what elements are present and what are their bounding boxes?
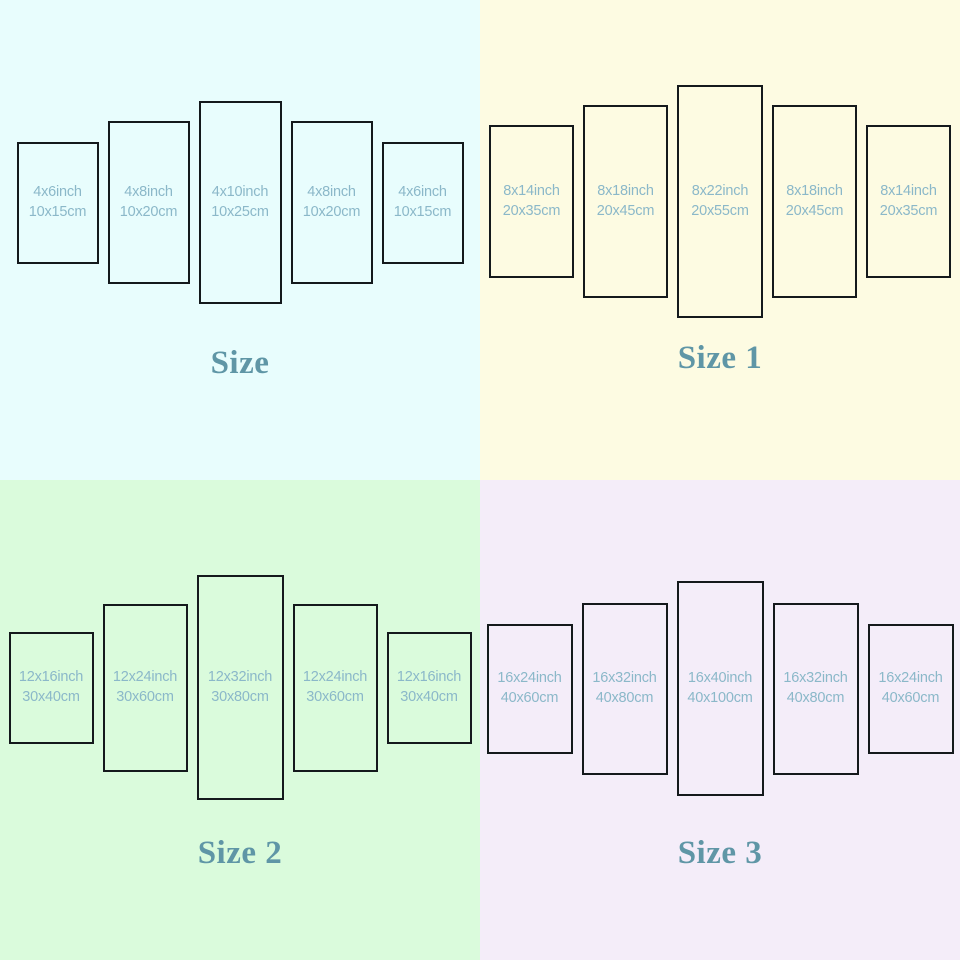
- panel-size-cm: 20x35cm: [879, 202, 938, 219]
- canvas-panel-label: 4x10inch 10x25cm: [211, 183, 269, 221]
- panel-size-inch: 16x40inch: [687, 670, 753, 687]
- panel-size-cm: 20x35cm: [502, 202, 561, 219]
- canvas-panel[interactable]: 4x8inch 10x20cm: [107, 121, 190, 284]
- canvas-panel[interactable]: 12x24inch 30x60cm: [102, 603, 188, 772]
- canvas-panel[interactable]: 16x24inch 40x60cm: [486, 623, 573, 754]
- panel-size-inch: 16x24inch: [878, 670, 943, 687]
- panel-size-inch: 4x8inch: [124, 184, 173, 201]
- panel-size-cm: 30x60cm: [306, 688, 364, 705]
- panel-size-inch: 12x16inch: [396, 669, 462, 686]
- panel-cluster-size-1: 8x14inch 20x35cm 8x18inch 20x45cm 8x22inch 20…: [480, 85, 960, 318]
- panel-size-cm: 20x55cm: [691, 202, 749, 219]
- canvas-panel-label: 16x24inch 40x60cm: [497, 669, 562, 707]
- panel-size-inch: 4x10inch: [211, 184, 269, 201]
- panel-cluster-size-3: 16x24inch 40x60cm 16x32inch 40x80cm 16x40inc…: [480, 581, 960, 796]
- panel-size-cm: 30x60cm: [116, 688, 174, 705]
- panel-size-cm: 30x80cm: [211, 688, 269, 705]
- panel-size-cm: 40x100cm: [687, 689, 753, 706]
- canvas-panel-label: 16x32inch 40x80cm: [592, 669, 657, 707]
- canvas-panel-label: 4x6inch 10x15cm: [28, 183, 87, 221]
- canvas-panel[interactable]: 8x18inch 20x45cm: [583, 105, 668, 298]
- quadrant-title-size: Size: [210, 345, 270, 381]
- quadrant-size-3: 16x24inch 40x60cm 16x32inch 40x80cm 16x40inc…: [480, 480, 960, 960]
- quadrant-title-size-2: Size 2: [197, 835, 283, 871]
- panel-cluster-size: 4x6inch 10x15cm 4x8inch 10x20cm 4x10inch 10x2…: [0, 101, 480, 304]
- panel-size-cm: 10x20cm: [119, 203, 178, 220]
- panel-size-inch: 12x16inch: [18, 669, 84, 686]
- canvas-panel[interactable]: 16x40inch 40x100cm: [676, 581, 764, 796]
- canvas-panel[interactable]: 4x6inch 10x15cm: [16, 141, 99, 264]
- panel-size-inch: 4x8inch: [307, 184, 356, 201]
- canvas-panel[interactable]: 16x24inch 40x60cm: [867, 623, 954, 754]
- canvas-panel[interactable]: 12x24inch 30x60cm: [292, 603, 378, 772]
- panel-size-inch: 12x32inch: [207, 669, 273, 686]
- canvas-panel[interactable]: 12x32inch 30x80cm: [196, 575, 284, 800]
- panel-size-cm: 30x40cm: [400, 688, 458, 705]
- canvas-panel-label: 8x14inch 20x35cm: [879, 182, 938, 220]
- canvas-panel-label: 4x6inch 10x15cm: [393, 183, 452, 221]
- canvas-panel[interactable]: 8x14inch 20x35cm: [489, 125, 574, 278]
- panel-size-inch: 4x6inch: [398, 184, 447, 201]
- canvas-panel[interactable]: 8x22inch 20x55cm: [677, 85, 763, 318]
- panel-size-inch: 8x14inch: [503, 183, 560, 200]
- panel-size-inch: 12x24inch: [302, 669, 368, 686]
- canvas-panel-label: 8x22inch 20x55cm: [691, 182, 749, 220]
- panel-size-cm: 40x60cm: [881, 689, 940, 706]
- canvas-panel[interactable]: 16x32inch 40x80cm: [581, 602, 668, 775]
- canvas-panel[interactable]: 4x6inch 10x15cm: [381, 141, 464, 264]
- canvas-panel[interactable]: 8x18inch 20x45cm: [772, 105, 857, 298]
- quadrant-title-size-3: Size 3: [677, 835, 763, 871]
- quadrant-title-size-1: Size 1: [677, 340, 763, 376]
- panel-size-cm: 10x25cm: [211, 203, 269, 220]
- canvas-panel[interactable]: 8x14inch 20x35cm: [866, 125, 951, 278]
- canvas-panel-label: 12x24inch 30x60cm: [112, 668, 178, 706]
- canvas-panel-label: 16x40inch 40x100cm: [687, 669, 753, 707]
- panel-size-inch: 4x6inch: [33, 184, 82, 201]
- canvas-panel-label: 12x32inch 30x80cm: [207, 668, 273, 706]
- panel-size-cm: 10x15cm: [28, 203, 87, 220]
- panel-size-cm: 40x80cm: [786, 689, 845, 706]
- panel-size-inch: 8x14inch: [880, 183, 937, 200]
- quadrant-size: 4x6inch 10x15cm 4x8inch 10x20cm 4x10inch 10x2…: [0, 0, 480, 480]
- panel-cluster-size-2: 12x16inch 30x40cm 12x24inch 30x60cm 12x32inc…: [0, 575, 480, 800]
- panel-size-inch: 16x32inch: [592, 670, 657, 687]
- panel-size-inch: 8x18inch: [786, 183, 843, 200]
- panel-size-cm: 40x80cm: [595, 689, 654, 706]
- canvas-panel[interactable]: 12x16inch 30x40cm: [8, 631, 94, 744]
- canvas-panel-label: 8x18inch 20x45cm: [596, 182, 655, 220]
- panel-size-cm: 20x45cm: [785, 202, 844, 219]
- panel-size-inch: 16x32inch: [783, 670, 848, 687]
- canvas-panel-label: 8x18inch 20x45cm: [785, 182, 844, 220]
- quadrant-size-2: 12x16inch 30x40cm 12x24inch 30x60cm 12x32inc…: [0, 480, 480, 960]
- panel-size-cm: 30x40cm: [22, 688, 80, 705]
- panel-size-cm: 10x15cm: [393, 203, 452, 220]
- canvas-panel[interactable]: 16x32inch 40x80cm: [772, 602, 859, 775]
- canvas-panel-label: 8x14inch 20x35cm: [502, 182, 561, 220]
- canvas-panel[interactable]: 12x16inch 30x40cm: [386, 631, 472, 744]
- quadrant-size-1: 8x14inch 20x35cm 8x18inch 20x45cm 8x22inch 20…: [480, 0, 960, 480]
- panel-size-cm: 10x20cm: [302, 203, 361, 220]
- canvas-panel[interactable]: 4x10inch 10x25cm: [198, 101, 282, 304]
- panel-size-inch: 12x24inch: [112, 669, 178, 686]
- panel-size-inch: 8x18inch: [597, 183, 654, 200]
- panel-size-cm: 40x60cm: [500, 689, 559, 706]
- canvas-panel-label: 12x16inch 30x40cm: [396, 668, 462, 706]
- panel-size-inch: 16x24inch: [497, 670, 562, 687]
- canvas-panel-label: 16x32inch 40x80cm: [783, 669, 848, 707]
- canvas-panel-label: 16x24inch 40x60cm: [878, 669, 943, 707]
- canvas-panel-label: 4x8inch 10x20cm: [119, 183, 178, 221]
- canvas-panel-label: 12x24inch 30x60cm: [302, 668, 368, 706]
- canvas-panel[interactable]: 4x8inch 10x20cm: [290, 121, 373, 284]
- panel-size-cm: 20x45cm: [596, 202, 655, 219]
- canvas-panel-label: 4x8inch 10x20cm: [302, 183, 361, 221]
- canvas-panel-label: 12x16inch 30x40cm: [18, 668, 84, 706]
- panel-size-inch: 8x22inch: [691, 183, 749, 200]
